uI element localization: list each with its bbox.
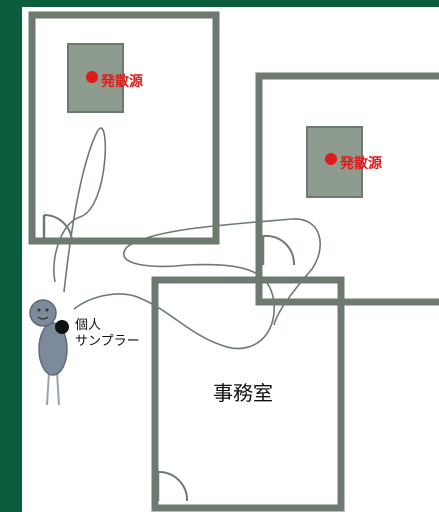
sampler-label-line1: 個人 <box>75 318 101 333</box>
source-2-dot <box>325 153 337 165</box>
source-2-label: 発散源 <box>339 155 382 172</box>
personal-sampler-device <box>55 320 69 334</box>
worker-head <box>29 299 57 327</box>
diagram-canvas: 発散源 発散源 事務室 個人 サンプラー <box>22 7 439 512</box>
room-2-wall <box>255 72 439 306</box>
room-1-wall <box>28 11 220 245</box>
worker-figure <box>29 299 69 406</box>
source-1-dot <box>86 71 98 83</box>
office-label: 事務室 <box>213 381 273 405</box>
worker-body <box>38 322 68 376</box>
worker-movement-path <box>53 127 321 350</box>
sampler-label-line2: サンプラー <box>75 334 140 349</box>
source-1-label: 発散源 <box>100 73 143 90</box>
office-wall <box>151 276 345 512</box>
room-2-door <box>261 234 296 266</box>
floor-plan-diagram: 発散源 発散源 事務室 個人 サンプラー <box>28 11 439 512</box>
room-1-door <box>42 213 73 242</box>
office-door <box>156 470 189 502</box>
